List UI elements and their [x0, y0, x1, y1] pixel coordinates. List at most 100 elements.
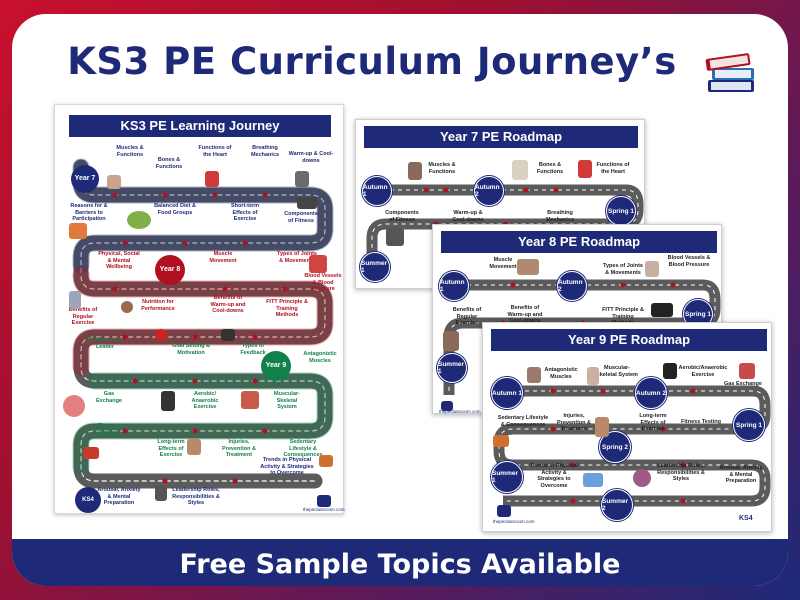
autumn-1-node: Autumn 1 [491, 377, 523, 409]
topic-label: Warm-up & Cool-downs [288, 151, 334, 164]
topic-label: Antagonistic Muscles [544, 367, 578, 380]
topic-label: Types of Joints & Movements [277, 251, 317, 264]
topic-label: FITT Principle & Training Methods [266, 299, 308, 318]
exercise-bike-image [651, 303, 673, 317]
summer-1-node: Summer 1 [437, 353, 467, 383]
lungs-image [63, 395, 85, 417]
topic-label: Balanced Diet & Food Groups [154, 203, 196, 216]
topic-label: Benefits of Regular Exercise [68, 307, 98, 326]
topic-label: Components of Fitness [385, 210, 419, 223]
year-7-roadmap-title: Year 7 PE Roadmap [364, 126, 638, 148]
topic-label: Goal Setting & Motivation [172, 343, 210, 356]
athlete-image [107, 175, 121, 189]
ks4-marker: KS4 [75, 487, 101, 513]
bottle-image [69, 291, 81, 309]
topic-label: Long-term Effects of Exercise [639, 413, 667, 432]
topic-label: Blood Vessels & Blood Pressure [304, 273, 342, 292]
sofa-image [493, 435, 509, 447]
topic-label: Trends in Physical Activity & Strategies… [529, 463, 579, 489]
footer-banner-text: Free Sample Topics Available [179, 549, 621, 580]
topic-label: Injuries, Prevention & Treatment [557, 413, 591, 432]
year-9-roadmap-title: Year 9 PE Roadmap [491, 329, 767, 351]
autumn-1-node: Autumn 1 [439, 271, 469, 301]
topic-label: Sedentary Lifestyle & Consequences [497, 415, 549, 428]
books-logo-image [441, 401, 453, 411]
topic-label: Warm-up & Cool-downs [452, 210, 484, 223]
topic-label: Long-term Effects of Exercise [157, 439, 185, 458]
athlete-image [187, 439, 201, 455]
team-image [633, 469, 651, 487]
athlete-image [443, 331, 459, 351]
muscles-image [408, 162, 422, 180]
topic-label: Physical, Social & Mental Wellbeing [98, 251, 140, 270]
topic-label: Aerobic/ Anaerobic Exercise [191, 391, 219, 410]
autumn-2-node: Autumn 2 [557, 271, 587, 301]
topic-label: Fitness Testing [681, 419, 721, 425]
ks4-label: KS4 [739, 515, 753, 522]
topic-label: Sedentary Lifestyle & Consequences [283, 439, 323, 458]
food-image [127, 211, 151, 229]
device-image [221, 329, 235, 341]
athlete-image [297, 197, 317, 209]
heart-image [578, 160, 592, 178]
topic-label: Leadership Roles, Responsibilities & Sty… [657, 463, 705, 482]
athlete-image [121, 301, 133, 313]
topic-label: Muscle Movement [489, 257, 517, 270]
topic-label: Muscle Movement [209, 251, 237, 264]
summer-1-node: Summer 1 [360, 252, 390, 282]
exercise-bike-image [663, 363, 677, 379]
topic-label: Gas Exchange [96, 391, 122, 404]
athlete-image [386, 228, 404, 246]
topic-label: Short-term Effects of Exercise [230, 203, 260, 222]
spring-1-node: Spring 1 [606, 196, 636, 226]
topic-label: Benefits of Warm-up and Cool-downs [507, 305, 543, 324]
summer-2-node: Summer 2 [601, 489, 633, 521]
winding-road [72, 158, 334, 489]
bike-image [161, 391, 175, 411]
topic-label: Blood Vessels & Blood Pressure [667, 255, 711, 268]
topic-label: Components of Fitness [284, 211, 318, 224]
heart-image [205, 171, 219, 187]
topic-label: Trends in Physical Activity & Strategies… [260, 457, 314, 476]
autumn-2-node: Autumn 2 [474, 176, 504, 206]
main-title: KS3 PE Curriculum Journey’s [67, 40, 677, 83]
year-9-roadmap: Year 9 PE Roadmap Autumn 1 Autumn 2 Spri… [482, 322, 772, 532]
learning-journey-title: KS3 PE Learning Journey [69, 115, 331, 137]
target-image [155, 329, 167, 341]
promo-card: KS3 PE Curriculum Journey’s KS3 PE Learn… [12, 14, 788, 586]
topic-label: Reasons for & Barriers to Participation [70, 203, 108, 222]
topic-label: Aerobic/Anaerobic Exercise [678, 365, 728, 378]
topic-label: Benefits of Warm-up and Cool-downs [210, 295, 246, 314]
topic-label: Types of Feedback [240, 343, 266, 356]
topic-label: Bones & Functions [155, 157, 183, 170]
spring-1-node: Spring 1 [733, 409, 765, 441]
topic-label: Functions of the Heart [596, 162, 630, 175]
muscles-image [527, 367, 541, 383]
year-8-roadmap-title: Year 8 PE Roadmap [441, 231, 717, 253]
topic-label: Injuries, Prevention & Treatment [222, 439, 256, 458]
athlete-image [595, 417, 609, 437]
athlete-image [295, 171, 309, 187]
fitness-test-image [83, 447, 99, 459]
topic-label: Leadership Roles, Responsibilities & Sty… [172, 487, 220, 506]
athlete-image [155, 485, 167, 501]
autumn-2-node: Autumn 2 [635, 377, 667, 409]
topic-label: Arousal, Anxiety & Mental Preparation [719, 465, 763, 484]
joint-image [645, 261, 659, 277]
topic-label: Benefits of Regular Exercise [452, 307, 482, 326]
roadmap-road [493, 385, 771, 507]
summer-1-node: Summer 1 [491, 461, 523, 493]
site-credit: thepeclassroom.com [439, 409, 481, 414]
learning-journey-poster: KS3 PE Learning Journey Y [54, 104, 345, 514]
topic-label: Muscular-Skeletal System [274, 391, 300, 410]
site-credit: thepeclassroom.com [303, 507, 345, 512]
topic-label: Gas Exchange [724, 381, 762, 387]
sofa-image [319, 455, 333, 467]
body-image [309, 255, 327, 273]
year-7-marker: Year 7 [71, 165, 99, 193]
topic-label: Muscles & Functions [116, 145, 144, 158]
topic-label: Bones & Functions [536, 162, 564, 175]
trend-chart-image [583, 473, 603, 487]
autumn-1-node: Autumn 1 [362, 176, 392, 206]
topic-label: Nutrition for Performance [141, 299, 175, 312]
